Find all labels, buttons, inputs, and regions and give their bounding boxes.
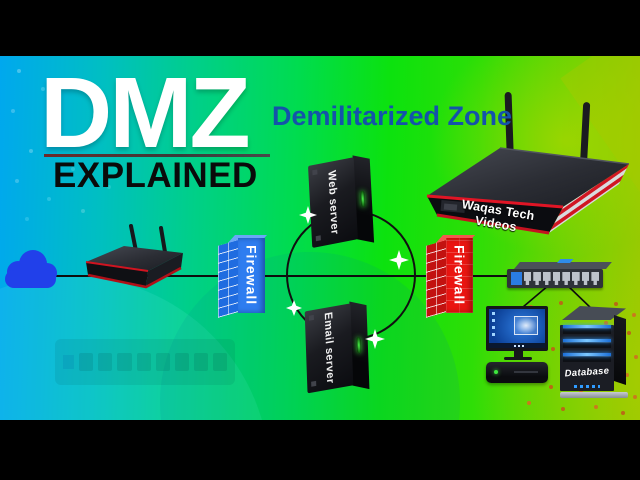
video-frame: DMZ EXPLAINED Demilitarized Zone Waqas T… — [0, 56, 640, 420]
ethernet-port — [562, 272, 570, 285]
database-leds — [574, 385, 600, 388]
edge-router-icon — [85, 224, 183, 289]
brand-router-icon — [426, 92, 630, 235]
ethernet-port — [591, 272, 600, 285]
email-server-icon: Email server — [304, 301, 375, 395]
pc-case-icon — [486, 362, 548, 383]
ethernet-port — [552, 272, 561, 285]
brick-texture — [218, 240, 238, 318]
title-dmz: DMZ — [40, 57, 251, 169]
watermark-switch-label — [63, 355, 75, 369]
firewall-right-label: Firewall — [451, 245, 468, 306]
firewall-right-icon: Firewall — [426, 235, 478, 320]
ethernet-port — [572, 272, 580, 285]
watermark-switch-icon — [55, 339, 235, 385]
firewall-left-label: Firewall — [243, 245, 260, 306]
database-label: Database — [564, 365, 610, 380]
taskbar — [489, 343, 545, 348]
letterbox-bottom — [0, 420, 640, 480]
title-underline — [44, 154, 270, 157]
tagline-demilitarized-zone: Demilitarized Zone — [272, 101, 513, 131]
monitor-icon — [486, 306, 548, 351]
title-explained: EXPLAINED — [53, 156, 258, 195]
database-server-icon: Database — [560, 306, 632, 398]
ethernet-port — [523, 272, 532, 285]
ethernet-port — [542, 272, 551, 285]
web-server-icon: Web server — [308, 155, 381, 249]
server-led — [356, 336, 362, 354]
network-switch-icon — [507, 259, 612, 288]
desktop-window — [514, 316, 538, 335]
brick-texture — [426, 240, 446, 318]
connection-line-switch-pc — [522, 284, 550, 308]
desktop-icons — [492, 312, 495, 338]
firewall-left-icon: Firewall — [218, 235, 270, 320]
web-server-label: Web server — [325, 169, 341, 236]
email-server-label: Email server — [321, 311, 337, 386]
server-led — [360, 190, 366, 208]
workstation-icon — [486, 306, 550, 383]
ethernet-port — [533, 272, 541, 285]
internet-cloud-icon — [5, 250, 57, 288]
switch-brand-badge — [511, 272, 522, 285]
power-led — [494, 370, 498, 374]
letterbox-top — [0, 0, 640, 56]
ethernet-port — [581, 272, 590, 285]
